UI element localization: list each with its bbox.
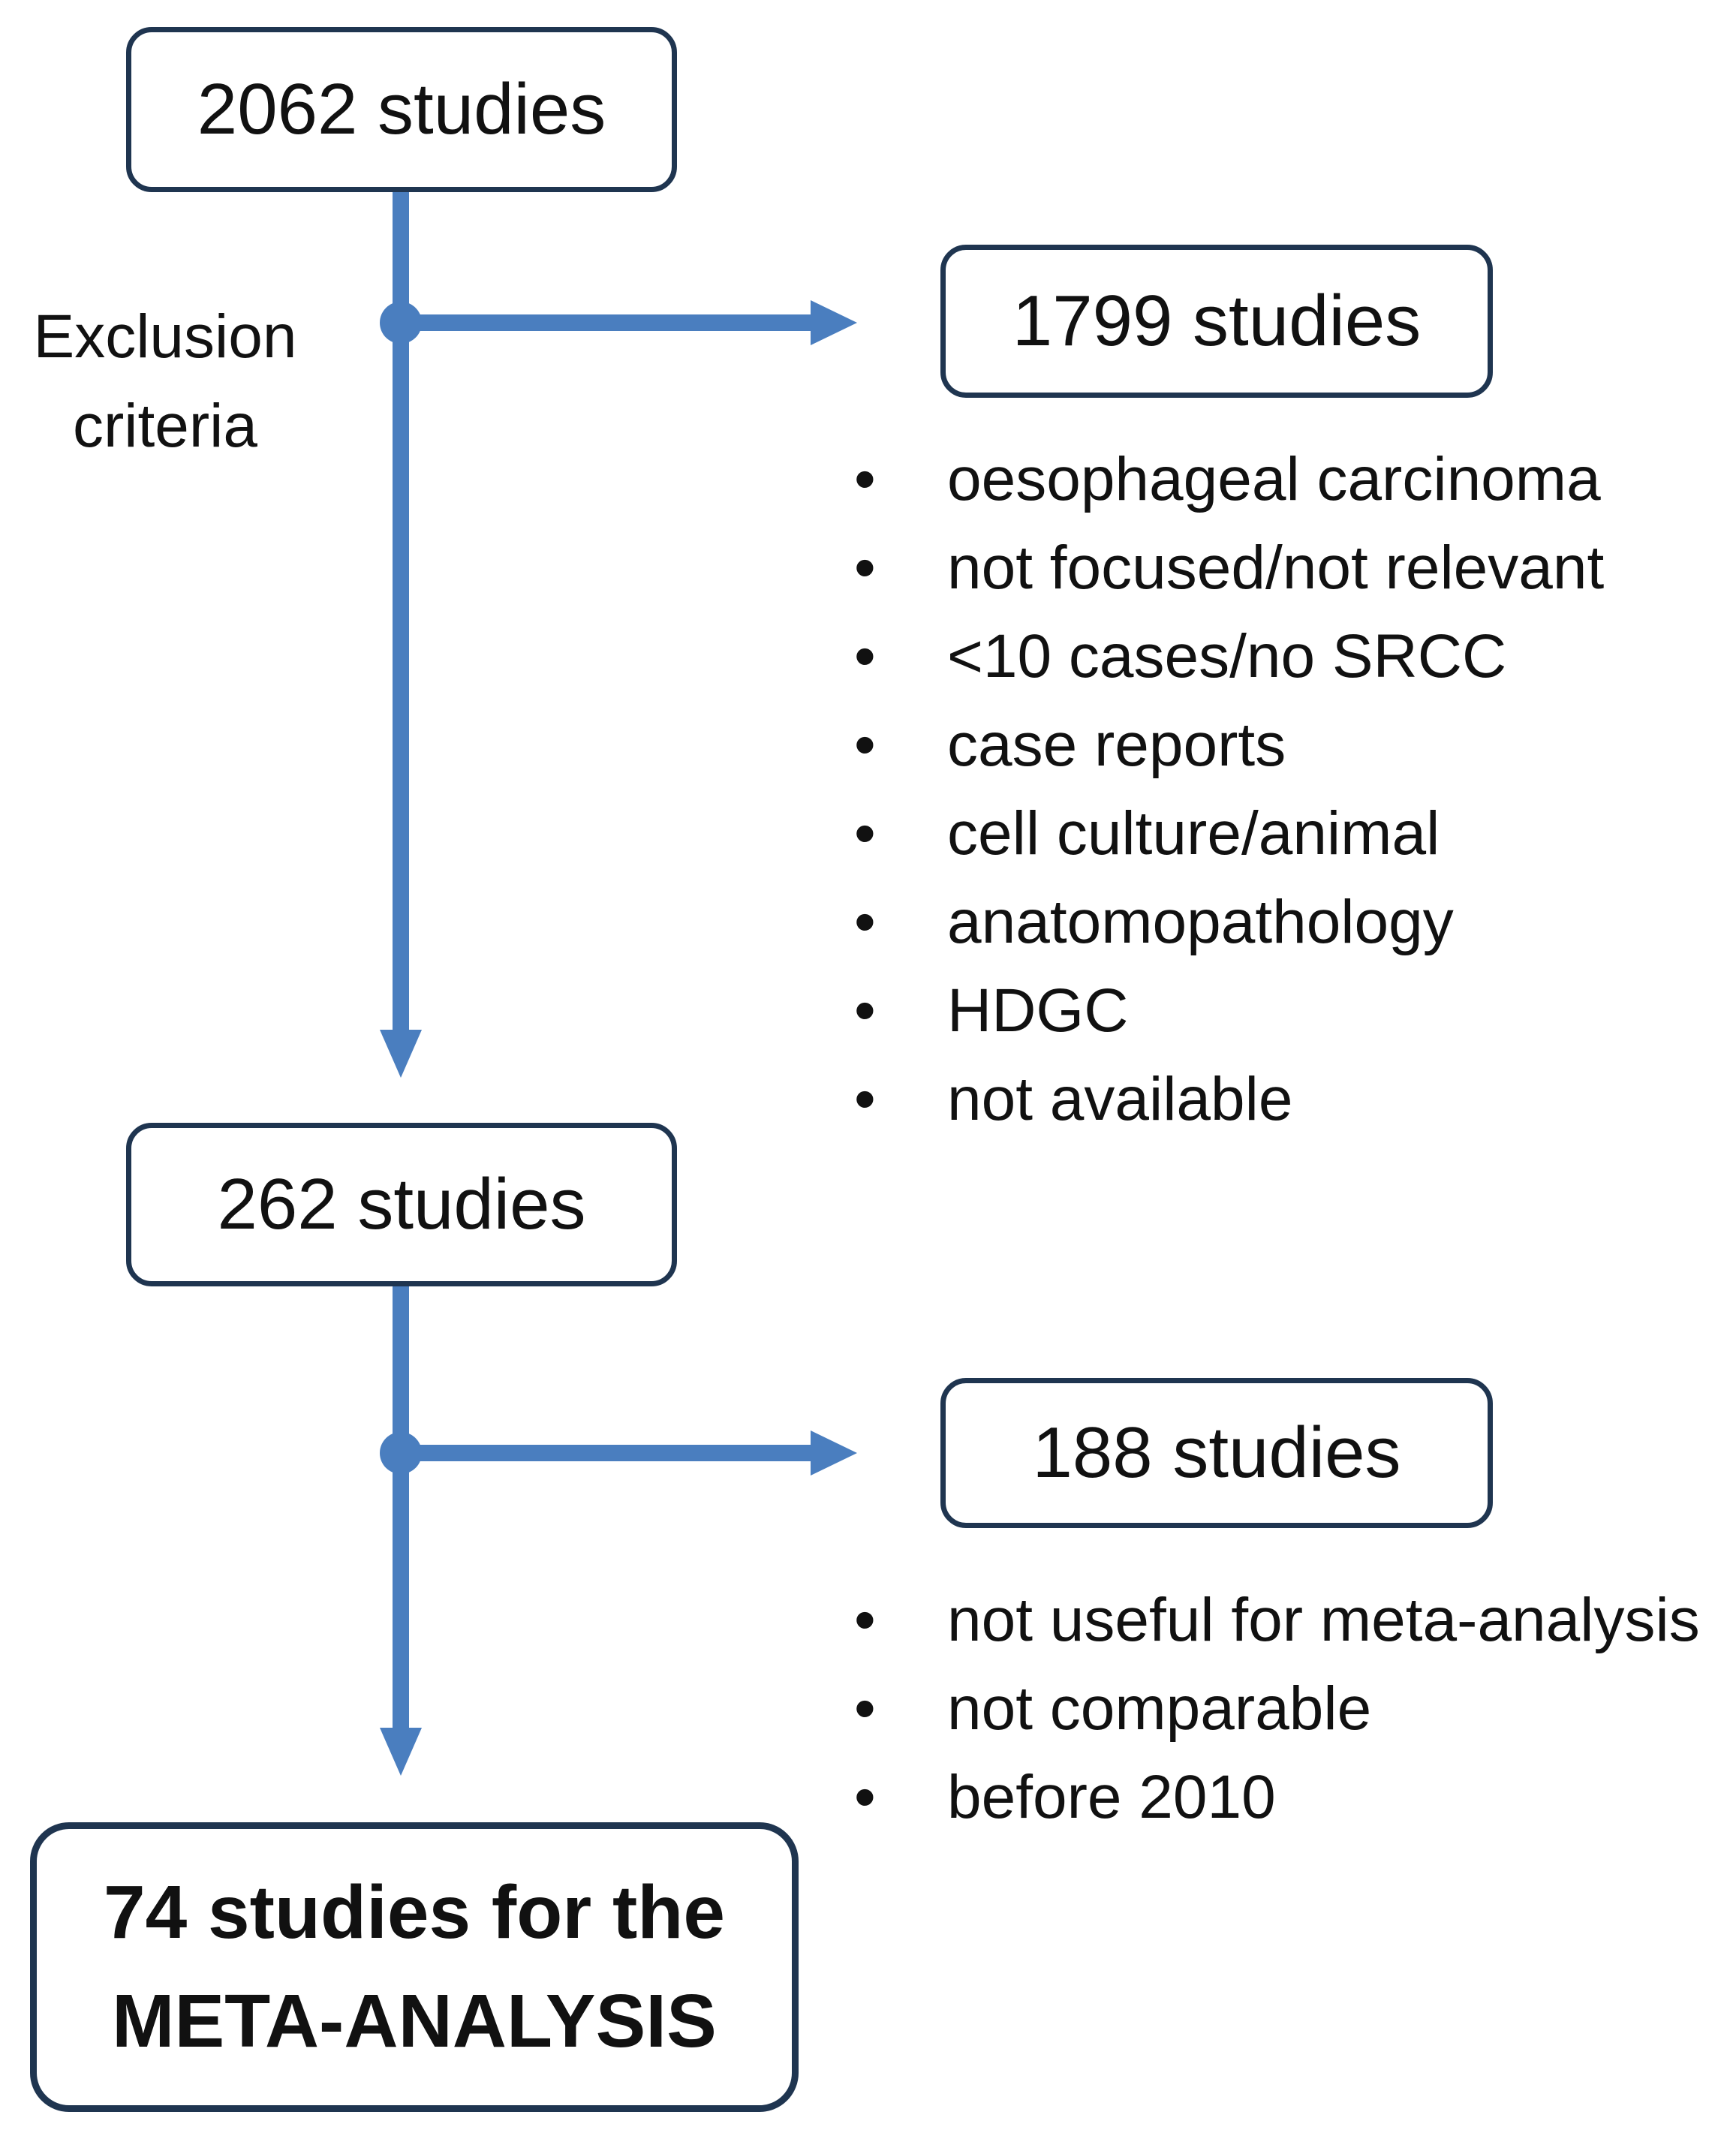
- exclusion-reason: case reports: [854, 701, 1604, 790]
- exclusion-reason: cell culture/animal: [854, 790, 1604, 878]
- excluded-box-2-label: 188 studies: [1032, 1412, 1401, 1494]
- arrowhead-down-lower: [380, 1728, 422, 1776]
- intermediate-box: 262 studies: [126, 1123, 677, 1286]
- excluded-box-2: 188 studies: [940, 1378, 1493, 1528]
- exclusion-reason: not comparable: [854, 1665, 1700, 1753]
- arrowhead-right-lower: [811, 1430, 857, 1476]
- exclusion-reason: not useful for meta-analysis: [854, 1576, 1700, 1665]
- final-box-label: 74 studies for the META-ANALYSIS: [104, 1858, 725, 2076]
- excluded-box-1-label: 1799 studies: [1012, 281, 1422, 362]
- final-box-line-2: META-ANALYSIS: [112, 1979, 717, 2063]
- final-box: 74 studies for the META-ANALYSIS: [30, 1822, 799, 2112]
- exclusion-reason: not available: [854, 1055, 1604, 1144]
- intermediate-box-label: 262 studies: [217, 1164, 586, 1245]
- arrowhead-right-upper: [811, 300, 857, 345]
- final-box-line-1: 74 studies for the: [104, 1870, 725, 1954]
- arrowhead-down-upper: [380, 1030, 422, 1078]
- start-box-label: 2062 studies: [197, 69, 606, 150]
- exclusion-reason: <10 cases/no SRCC: [854, 612, 1604, 701]
- exclusion-reason: anatomopathology: [854, 878, 1604, 967]
- connector-group: [380, 192, 857, 1776]
- exclusion-reasons-list-1: oesophageal carcinoma not focused/not re…: [854, 435, 1604, 1144]
- exclusion-criteria-label: Exclusion criteria: [33, 302, 297, 460]
- exclusion-reason: before 2010: [854, 1753, 1700, 1842]
- exclusion-reasons-list-2: not useful for meta-analysis not compara…: [854, 1576, 1700, 1842]
- excluded-box-1: 1799 studies: [940, 245, 1493, 398]
- exclusion-reason: oesophageal carcinoma: [854, 435, 1604, 524]
- exclusion-reason: not focused/not relevant: [854, 524, 1604, 612]
- exclusion-reason: HDGC: [854, 967, 1604, 1055]
- start-box: 2062 studies: [126, 27, 677, 192]
